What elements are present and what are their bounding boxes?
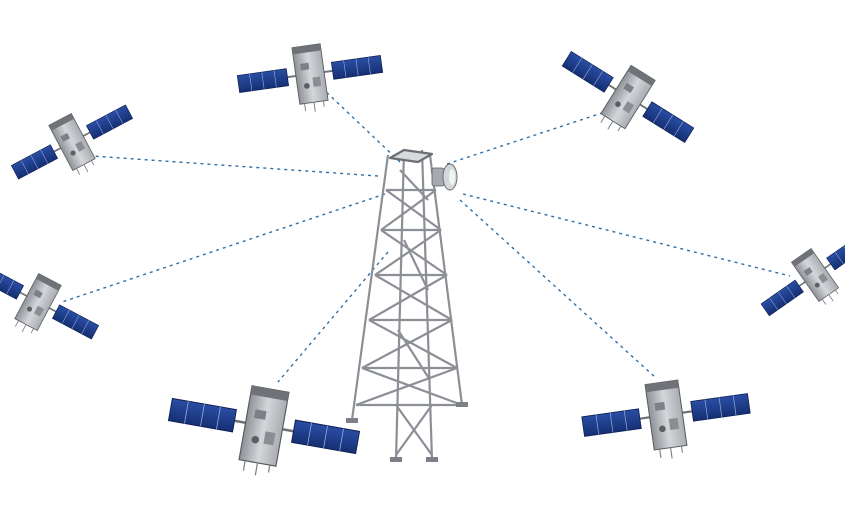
link-line <box>321 87 401 163</box>
laser-emitter-icon <box>431 163 458 191</box>
satellites <box>0 33 845 493</box>
link-line <box>277 251 389 383</box>
link-line <box>61 193 386 303</box>
satellite-icon-sat-bottom-right <box>577 369 757 472</box>
link-line <box>91 155 379 177</box>
satellite-icon-sat-right <box>750 219 845 337</box>
satellite-icon-sat-bottom-left <box>160 371 366 493</box>
satellite-icon-sat-top-right <box>545 33 706 169</box>
satellite-icon-sat-top-center <box>233 34 388 123</box>
link-line <box>459 199 657 379</box>
link-line <box>462 193 791 277</box>
satellite-icon-sat-upper-left <box>2 88 146 204</box>
laser-beam <box>456 166 790 188</box>
satellite-icon-sat-mid-left <box>0 248 108 364</box>
lattice-tower-icon <box>346 148 468 462</box>
link-lines <box>61 87 791 383</box>
link-line <box>446 111 606 165</box>
